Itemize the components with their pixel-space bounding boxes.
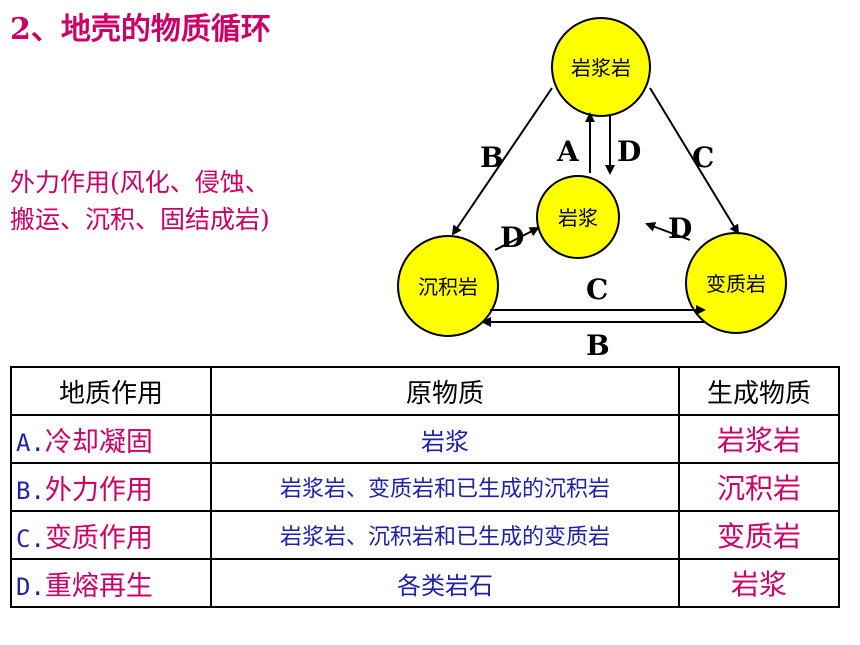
process-label: 冷却凝固 <box>44 426 153 458</box>
source-cell: 岩浆岩、沉积岩和已生成的变质岩 <box>210 510 680 560</box>
edge-label-a: A <box>556 135 580 168</box>
table-row: A.冷却凝固 岩浆 岩浆岩 <box>10 414 840 464</box>
page-title: 2、地壳的物质循环 <box>10 12 271 47</box>
edge-label-b-bottom: B <box>586 329 610 362</box>
table-header-row: 地质作用 原物质 生成物质 <box>10 366 840 416</box>
arrow-sedimentary-to-magma <box>494 227 540 251</box>
edge-label-b-left: B <box>480 141 504 174</box>
source-cell: 岩浆 <box>210 414 680 464</box>
process-label: 变质作用 <box>44 522 153 554</box>
node-magma: 岩浆 <box>536 175 620 259</box>
arrow-igneous-to-sedimentary <box>451 87 553 236</box>
geologic-process-table: 地质作用 原物质 生成物质 A.冷却凝固 岩浆 岩浆岩 B.外力作用 岩浆岩、变… <box>10 366 840 608</box>
edge-label-d-top: D <box>617 135 641 168</box>
product-cell: 沉积岩 <box>678 462 840 512</box>
source-cell: 岩浆岩、变质岩和已生成的沉积岩 <box>210 462 680 512</box>
process-cell: B.外力作用 <box>10 462 212 512</box>
product-cell: 变质岩 <box>678 510 840 560</box>
arrow-igneous-to-metamorphic <box>649 87 740 235</box>
process-cell: D.重熔再生 <box>10 558 212 608</box>
note-line-1: 外力作用(风化、侵蚀、 <box>10 168 270 197</box>
edge-label-c-right: C <box>692 141 714 174</box>
edge-label-c-bottom: C <box>586 273 608 306</box>
edge-label-d-right: D <box>668 212 692 245</box>
node-magma-label: 岩浆 <box>558 206 598 230</box>
table-row: B.外力作用 岩浆岩、变质岩和已生成的沉积岩 沉积岩 <box>10 462 840 512</box>
source-cell: 各类岩石 <box>210 558 680 608</box>
node-sedimentary-label: 沉积岩 <box>418 275 478 299</box>
product-cell: 岩浆 <box>678 558 840 608</box>
rock-cycle-diagram: 岩浆岩 岩浆 沉积岩 变质岩 B C A D D D C B <box>397 17 787 362</box>
node-metamorphic-label: 变质岩 <box>706 272 766 296</box>
process-cell: A.冷却凝固 <box>10 414 212 464</box>
node-sedimentary: 沉积岩 <box>397 235 499 337</box>
process-letter: C. <box>16 524 45 553</box>
table-row: C.变质作用 岩浆岩、沉积岩和已生成的变质岩 变质岩 <box>10 510 840 560</box>
header-source: 原物质 <box>210 366 680 416</box>
external-force-note: 外力作用(风化、侵蚀、 搬运、沉积、固结成岩) <box>10 164 270 238</box>
process-label: 重熔再生 <box>44 570 153 602</box>
node-igneous-label: 岩浆岩 <box>571 56 631 80</box>
product-cell: 岩浆岩 <box>678 414 840 464</box>
table-row: D.重熔再生 各类岩石 岩浆 <box>10 558 840 608</box>
process-label: 外力作用 <box>44 474 153 506</box>
arrow-metamorphic-to-magma <box>645 222 691 241</box>
process-cell: C.变质作用 <box>10 510 212 560</box>
process-letter: D. <box>16 572 45 601</box>
node-igneous: 岩浆岩 <box>551 17 651 117</box>
process-letter: A. <box>16 428 45 457</box>
header-product: 生成物质 <box>678 366 840 416</box>
header-process: 地质作用 <box>10 366 212 416</box>
note-line-2: 搬运、沉积、固结成岩) <box>10 205 270 234</box>
process-letter: B. <box>16 476 45 505</box>
node-metamorphic: 变质岩 <box>685 232 787 334</box>
edge-label-d-left: D <box>500 221 524 254</box>
